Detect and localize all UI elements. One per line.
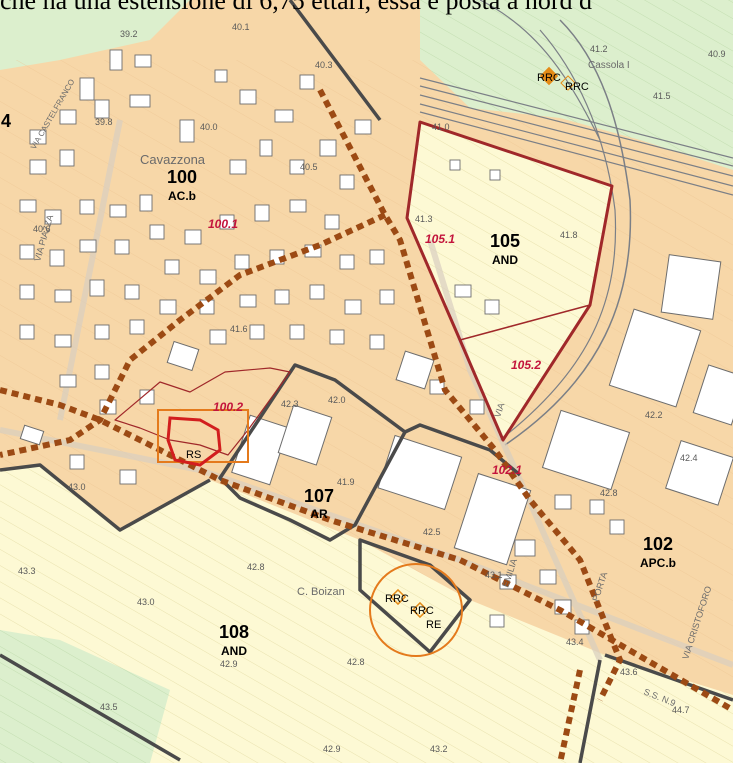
svg-text:41.8: 41.8 (560, 230, 578, 240)
elevation-labels: 39.2 40.1 40.3 41.2 41.5 40.9 39.8 40.0 … (18, 22, 726, 754)
zone-105-number: 105 (490, 231, 520, 251)
building (377, 434, 463, 511)
svg-text:43.6: 43.6 (620, 667, 638, 677)
buildings (19, 254, 733, 566)
building (453, 472, 532, 566)
building (541, 409, 631, 491)
green-area-northwest (0, 0, 190, 70)
green-area-northeast-hatch (420, 0, 733, 170)
subzone-label-100-2: 100.2 (213, 400, 243, 414)
svg-text:43.0: 43.0 (68, 482, 86, 492)
subzone-label-102-1: 102.1 (492, 463, 522, 477)
rrc-label-north-1: RRC (537, 72, 561, 84)
roads (0, 119, 733, 668)
svg-text:43.5: 43.5 (100, 702, 118, 712)
svg-text:43.0: 43.0 (137, 597, 155, 607)
building (166, 340, 200, 372)
rrc-circle (369, 563, 463, 657)
svg-text:42.5: 42.5 (423, 527, 441, 537)
subzone-borders (114, 120, 614, 456)
zone-107-code: AR (310, 507, 328, 521)
svg-text:40.1: 40.1 (232, 22, 250, 32)
svg-text:41.5: 41.5 (653, 91, 671, 101)
svg-text:44.7: 44.7 (672, 705, 690, 715)
svg-text:41.9: 41.9 (337, 477, 355, 487)
building (660, 254, 722, 320)
subzone-label-105-2: 105.2 (511, 358, 541, 372)
subzone-labels: 100.1 100.2 105.1 105.2 102.1 (208, 217, 541, 477)
zone-108-code: AND (221, 644, 247, 658)
document-text-line: che ha una estensione di 6,75 ettari, es… (0, 0, 593, 15)
rs-label: RS (186, 449, 201, 461)
zone-108-area-hatch (0, 465, 733, 763)
svg-text:39.8: 39.8 (95, 117, 113, 127)
zone-100-code: AC.b (168, 189, 196, 203)
zone-107-border (218, 363, 407, 542)
svg-text:42.0: 42.0 (328, 395, 346, 405)
svg-text:43.1: 43.1 (485, 570, 503, 580)
svg-text:42.8: 42.8 (600, 488, 618, 498)
building (277, 404, 333, 466)
place-boizan: C. Boizan (297, 586, 345, 598)
svg-text:41.3: 41.3 (415, 214, 433, 224)
zone-105-code: AND (492, 253, 518, 267)
building (665, 439, 733, 506)
street-via: VIA (492, 402, 506, 419)
building (608, 308, 702, 408)
subzone-105-2-border (459, 304, 591, 441)
svg-text:40.6: 40.6 (33, 224, 51, 234)
svg-text:42.3: 42.3 (281, 399, 299, 409)
svg-text:43.2: 43.2 (430, 744, 448, 754)
svg-text:40.9: 40.9 (708, 49, 726, 59)
svg-text:43.4: 43.4 (566, 637, 584, 647)
zone-105-area-hatch (407, 122, 612, 440)
rrc-label-south-2: RRC (410, 605, 434, 617)
rs-site-building (166, 416, 222, 467)
svg-text:41.0: 41.0 (432, 122, 450, 132)
re-label: RE (426, 619, 441, 631)
zone-107-number: 107 (304, 486, 334, 506)
subzone-label-105-1: 105.1 (425, 232, 455, 246)
building (19, 424, 45, 446)
svg-text:42.2: 42.2 (645, 410, 663, 420)
svg-text:42.9: 42.9 (323, 744, 341, 754)
zone-108-border (0, 463, 211, 532)
svg-text:41.6: 41.6 (230, 324, 248, 334)
rs-site: RS (157, 409, 249, 467)
svg-text:40.0: 40.0 (200, 122, 218, 132)
subzone-label-100-1: 100.1 (208, 217, 238, 231)
zone-108-number: 108 (219, 622, 249, 642)
building (395, 350, 435, 390)
svg-text:39.2: 39.2 (120, 29, 138, 39)
svg-text:42.8: 42.8 (247, 562, 265, 572)
rrc-label-south-1: RRC (385, 593, 409, 605)
svg-text:42.4: 42.4 (680, 453, 698, 463)
zone-labels: 100 AC.b 105 AND 107 AR 102 APC.b 108 AN… (1, 111, 676, 658)
zone-102-code: APC.b (640, 556, 676, 570)
place-cassola: Cassola I (588, 60, 630, 71)
edge-label-4: 4 (1, 111, 11, 131)
small-buildings (19, 49, 625, 635)
svg-text:41.2: 41.2 (590, 44, 608, 54)
building (692, 364, 733, 426)
rrc-label-north-2: RRC (565, 81, 589, 93)
railway (419, 0, 733, 446)
svg-text:43.3: 43.3 (18, 566, 36, 576)
document-text-fragment: che ha una estensione di 6,75 ettari, es… (0, 0, 733, 16)
svg-text:40.5: 40.5 (300, 162, 318, 172)
zone-100-number: 100 (167, 167, 197, 187)
svg-text:42.8: 42.8 (347, 657, 365, 667)
svg-text:40.3: 40.3 (315, 60, 333, 70)
rrc-symbols: RRC RRC RRC RRC RE (369, 66, 589, 657)
svg-text:42.9: 42.9 (220, 659, 238, 669)
subzone-100-2-border (114, 367, 291, 456)
place-cavazzona: Cavazzona (140, 152, 206, 167)
dashed-boundaries (0, 88, 733, 763)
zone-102-number: 102 (643, 534, 673, 554)
